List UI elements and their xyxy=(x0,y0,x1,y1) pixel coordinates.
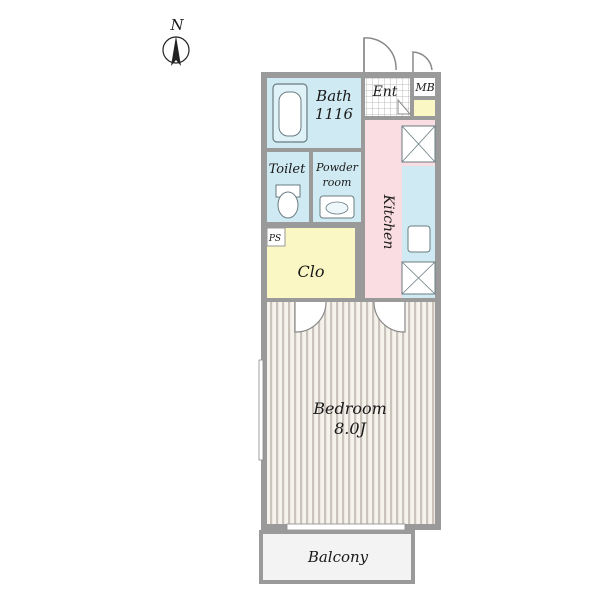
stove-icon xyxy=(401,261,436,295)
washbasin-bowl xyxy=(325,201,349,215)
bedroom-room xyxy=(267,302,435,524)
bedroom-window-left xyxy=(258,359,264,461)
toilet-icon xyxy=(277,191,299,219)
bath-size-label: 1116 xyxy=(315,105,354,123)
kitchen-label: Kitchen xyxy=(380,194,396,250)
balcony-label: Balcony xyxy=(307,548,369,566)
shoe-cabinet xyxy=(414,100,435,116)
pipe-space-box xyxy=(266,227,286,247)
entrance-door xyxy=(363,37,397,72)
closet-label: Clo xyxy=(298,262,325,281)
meter-box-door xyxy=(412,51,433,72)
powder-room-label-2: room xyxy=(323,176,352,189)
balcony xyxy=(259,530,415,584)
powder-room-label-1: Powder xyxy=(315,161,359,174)
bath-label: Bath xyxy=(315,87,352,105)
compass-label: N xyxy=(169,16,184,34)
pipe-space-label: PS xyxy=(268,234,281,244)
entrance-step xyxy=(397,98,412,115)
bedroom-size-label: 8.0J xyxy=(334,419,367,438)
bedroom-door-swing xyxy=(373,301,406,333)
entrance-label: Ent xyxy=(372,84,398,100)
bathtub-inner xyxy=(278,91,302,137)
toilet-label: Toilet xyxy=(269,162,306,177)
compass: N xyxy=(162,16,190,66)
meter-box-label: MB xyxy=(414,81,434,94)
fridge-space xyxy=(401,125,436,163)
meter-box xyxy=(414,78,435,96)
compass-needle-icon xyxy=(171,36,181,66)
bedroom-label: Bedroom xyxy=(312,399,387,418)
sink-icon xyxy=(407,225,431,253)
balcony-window xyxy=(286,523,406,531)
closet-door-swing xyxy=(294,301,327,333)
